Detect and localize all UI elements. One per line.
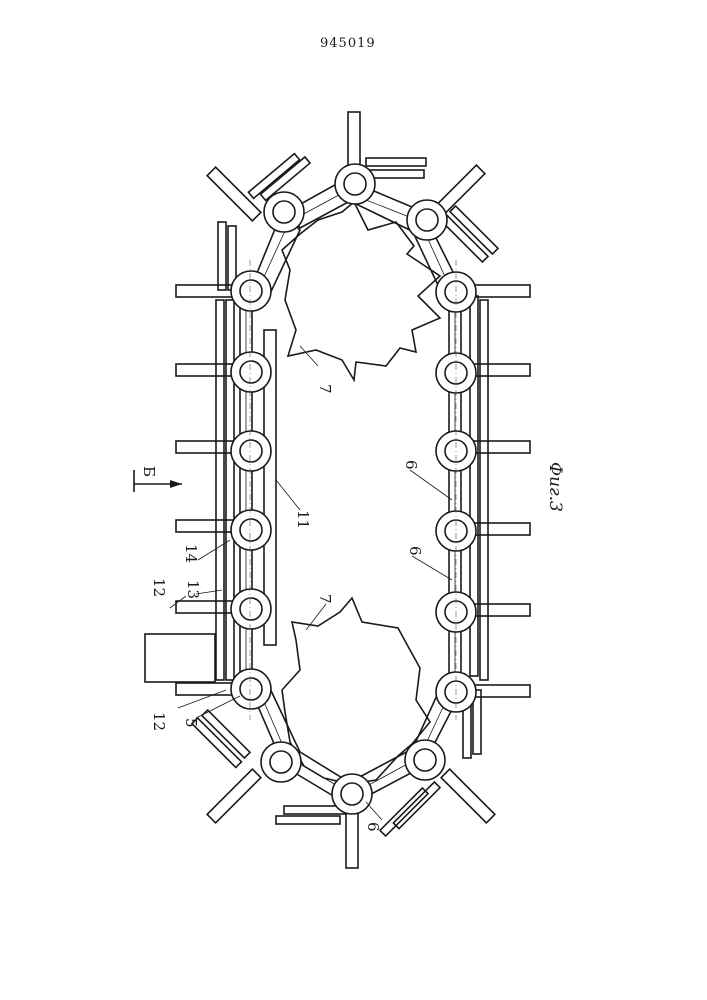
figure-caption: Фиг.3 bbox=[545, 462, 565, 512]
label-13: 13 bbox=[184, 580, 202, 599]
label-7-lower: 7 bbox=[316, 594, 334, 604]
label-5: 5 bbox=[182, 718, 200, 728]
label-7-upper: 7 bbox=[316, 384, 334, 394]
roller bbox=[231, 271, 271, 311]
label-11: 11 bbox=[294, 510, 312, 529]
roller bbox=[407, 200, 447, 240]
label-12-lower: 12 bbox=[150, 712, 168, 731]
roller bbox=[335, 164, 375, 204]
roller bbox=[231, 510, 271, 550]
roller bbox=[405, 740, 445, 780]
roller bbox=[231, 669, 271, 709]
roller bbox=[332, 774, 372, 814]
label-12-upper: 12 bbox=[150, 578, 168, 597]
roller bbox=[264, 192, 304, 232]
drive-box bbox=[145, 634, 215, 682]
label-6-a: 6 bbox=[402, 460, 420, 470]
label-6-b: 6 bbox=[406, 546, 424, 556]
label-6-c: 6 bbox=[364, 822, 382, 832]
roller bbox=[231, 431, 271, 471]
roller bbox=[231, 589, 271, 629]
view-arrow-label: Б bbox=[140, 466, 158, 477]
roller bbox=[261, 742, 301, 782]
roller bbox=[231, 352, 271, 392]
label-14: 14 bbox=[182, 544, 200, 563]
